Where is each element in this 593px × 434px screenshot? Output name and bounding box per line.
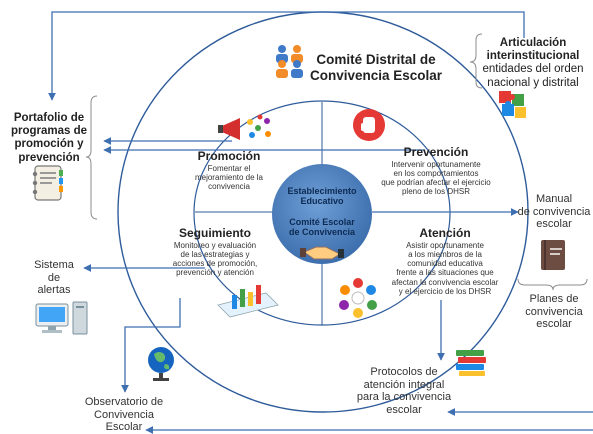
atencion-line2: a los miembros de la (408, 249, 482, 259)
prevencion-line4: pleno de los DHSR (401, 187, 471, 197)
prevencion-title: Prevención (403, 145, 469, 159)
portafolio-line3: promoción y (14, 138, 84, 151)
people-group-icon (276, 45, 303, 78)
manual-block: Manual de convivencia escolar (516, 193, 592, 231)
center-line3: Comité Escolar (289, 216, 355, 227)
manual-top-line2: de convivencia (517, 205, 591, 218)
articulacion-title-line1: Articulación (499, 37, 567, 49)
portafolio-line4: prevención (18, 151, 80, 164)
protocolos-line4: escolar (386, 403, 422, 416)
seguimiento-block: Seguimiento Monitoreo y evaluación de la… (162, 226, 268, 278)
books-stack-icon (456, 350, 486, 376)
observatorio-line2: Convivencia (94, 408, 154, 421)
articulacion-block: Articulación interinstitucional entidade… (474, 37, 592, 90)
manual-bottom-line3: escolar (536, 318, 572, 331)
brace-manual (517, 278, 588, 291)
binder-icon (32, 165, 63, 201)
manual-bottom-line1: Planes de (529, 293, 579, 305)
center-block: Establecimiento Educativo Comité Escolar… (274, 186, 370, 237)
seguimiento-line2: de las estrategias y (180, 249, 250, 259)
comite-distrital-line1: Comité Distrital de (316, 52, 436, 67)
seguimiento-line1: Monitoreo y evaluación (173, 240, 257, 250)
observatorio-line1: Observatorio de (84, 396, 164, 408)
puzzle-icon (499, 91, 526, 118)
center-line4: de Convivencia (288, 227, 356, 238)
articulacion-desc-line1: entidades del orden (482, 63, 584, 76)
prevencion-line1: Intervenir oportunamente (391, 159, 481, 169)
protocolos-line2: atención integral (363, 378, 445, 391)
sistema-block: Sistema de alertas (24, 259, 84, 297)
sistema-line2: de (47, 271, 61, 284)
megaphone-icon (218, 114, 271, 140)
atencion-line1: Asistir oportunamente (406, 240, 484, 250)
bar-chart-icon (217, 285, 279, 318)
atencion-block: Atención Asistir oportunamente a los mie… (380, 226, 510, 296)
atencion-line5: afectan la convivencia escolar (391, 277, 499, 287)
portafolio-line1: Portafolio de (13, 112, 85, 124)
planes-block: Planes de convivencia escolar (516, 293, 592, 331)
center-line1: Establecimiento (287, 186, 357, 196)
arrow-top-loop (48, 11, 525, 101)
promocion-line1: Fomentar el (207, 163, 251, 173)
brace-articulacion (469, 33, 483, 89)
protocolos-line1: Protocolos de (370, 366, 438, 378)
computer-icon (35, 301, 88, 335)
comite-distrital-title: Comité Distrital de Convivencia Escolar (310, 52, 442, 83)
prevencion-line3: que podrían afectar el ejercicio (381, 178, 491, 188)
manual-top-line3: escolar (536, 218, 572, 231)
people-circle-icon (339, 278, 377, 318)
prevencion-line2: en los comportamientos (393, 168, 479, 178)
promocion-line3: convivencia (208, 182, 250, 192)
seguimiento-line4: prevención y atención (176, 268, 254, 278)
portafolio-block: Portafolio de programas de promoción y p… (6, 112, 92, 165)
book-icon (541, 240, 565, 270)
center-line2: Educativo (300, 196, 344, 207)
atencion-line6: y el ejercicio de los DHSR (398, 286, 492, 296)
promocion-title: Promoción (197, 149, 261, 163)
seguimiento-title: Seguimiento (178, 226, 251, 240)
seguimiento-line3: acciones de promoción, (172, 259, 258, 269)
protocolos-line3: para la convivencia (356, 391, 452, 404)
sistema-line1: Sistema (34, 259, 74, 271)
observatorio-line3: Escolar (105, 421, 143, 434)
observatorio-block: Observatorio de Convivencia Escolar (64, 396, 184, 434)
promocion-block: Promoción Fomentar el mejoramiento de la… (188, 149, 270, 192)
promocion-line2: mejoramiento de la (194, 172, 264, 182)
arrow-to-observatorio (121, 298, 181, 393)
stop-hand-icon (353, 109, 385, 141)
manual-top-line1: Manual (535, 193, 573, 205)
atencion-line3: comunidad educativa (407, 259, 483, 269)
globe-icon (148, 347, 174, 381)
protocolos-block: Protocolos de atención integral para la … (346, 366, 462, 417)
center-circle (272, 164, 372, 264)
prevencion-block: Prevención Intervenir oportunamente en l… (366, 145, 506, 197)
atencion-line4: frente a las situaciones que (396, 268, 494, 278)
sistema-line3: alertas (37, 284, 71, 297)
handshake-icon (300, 246, 344, 260)
articulacion-desc-line2: nacional y distrital (487, 76, 579, 89)
atencion-title: Atención (419, 226, 471, 240)
brace-left (85, 95, 98, 220)
comite-distrital-line2: Convivencia Escolar (310, 67, 443, 83)
portafolio-line2: programas de (10, 125, 88, 138)
manual-bottom-line2: convivencia (525, 305, 583, 318)
articulacion-title-line2: interinstitucional (486, 50, 580, 63)
